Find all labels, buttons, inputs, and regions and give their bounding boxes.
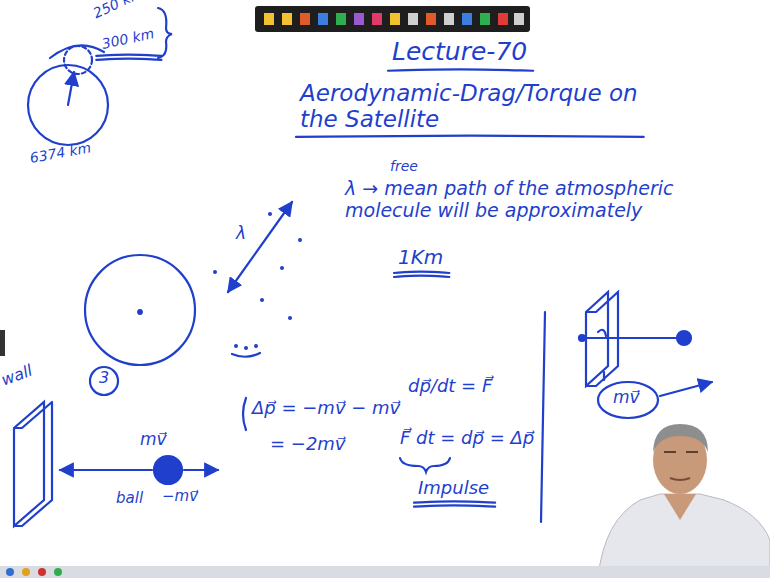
underline — [414, 501, 495, 502]
radius-label: 6374 km — [29, 139, 93, 166]
toolbar — [255, 6, 530, 32]
altitude-label: 300 km — [100, 25, 155, 52]
velocity-arrow — [60, 469, 152, 471]
wall-label: wall — [0, 362, 35, 390]
equation: = −2mv⃗ — [270, 434, 346, 455]
hair — [653, 424, 708, 452]
equation: Δp⃗ = −mv⃗ − mv⃗ — [252, 398, 400, 419]
molecule-dot — [288, 316, 292, 320]
momentum-label: −mv⃗ — [162, 488, 198, 505]
underline — [296, 136, 644, 137]
brace — [158, 8, 172, 58]
number-circle — [90, 367, 118, 395]
underline — [388, 69, 533, 70]
tool-icon — [282, 13, 292, 25]
molecule-dots — [213, 212, 302, 350]
taskbar-icon — [54, 568, 62, 576]
value-label: 1Km — [398, 246, 443, 269]
molecule-dot — [298, 238, 302, 242]
taskbar-icon — [22, 568, 30, 576]
edge-marker — [0, 330, 5, 356]
mouth — [670, 478, 690, 480]
momentum-arrow — [660, 382, 712, 396]
tool-icon — [462, 13, 472, 25]
tool-icon — [514, 13, 524, 25]
neck — [664, 494, 696, 520]
angle-mark — [598, 330, 606, 336]
tool-icon — [390, 13, 400, 25]
brace — [400, 458, 450, 472]
molecule — [677, 331, 691, 345]
tool-icon — [408, 13, 418, 25]
molecule-dot — [268, 212, 272, 216]
tool-icon — [372, 13, 382, 25]
molecule-dot — [579, 335, 585, 341]
molecule-dot — [254, 344, 258, 348]
momentum-label: mv⃗ — [140, 430, 167, 450]
bracket — [243, 398, 246, 430]
tool-icon — [264, 13, 274, 25]
underline — [96, 59, 161, 60]
satellite-circle — [85, 255, 195, 365]
inserted-word: free — [390, 158, 418, 174]
tool-icon — [498, 13, 508, 25]
shirt — [598, 494, 770, 578]
mean-free-path-arrow — [228, 202, 292, 292]
equation: dp⃗/dt = F⃗ — [408, 376, 492, 397]
tool-icon — [480, 13, 490, 25]
tool-icon — [336, 13, 346, 25]
underline — [394, 276, 449, 277]
underline — [96, 55, 161, 56]
wall-slab — [14, 402, 52, 526]
taskbar-icon — [6, 568, 14, 576]
momentum-label: mv⃗ — [613, 388, 640, 408]
divider-line — [541, 312, 545, 522]
callout-number: 3 — [99, 369, 109, 387]
underline — [414, 505, 495, 506]
underline — [394, 272, 449, 273]
taskbar-icon — [38, 568, 46, 576]
lecture-heading: Lecture-70 — [392, 38, 527, 67]
note: λ → mean path of the atmospheric molecul… — [345, 178, 685, 222]
molecule-line — [582, 337, 680, 339]
dots-brace — [232, 353, 260, 357]
ball-label: ball — [116, 490, 143, 507]
tick — [603, 372, 605, 380]
earth-circle — [28, 65, 108, 145]
ink-drawing — [14, 8, 712, 526]
tool-icon — [354, 13, 364, 25]
ball — [154, 456, 182, 484]
symbol-label: λ — [236, 224, 246, 244]
tool-icon — [300, 13, 310, 25]
lecturer — [598, 424, 770, 578]
equation: F⃗ dt = dp⃗ = Δp⃗ — [400, 428, 534, 449]
altitude-label: 250 km — [91, 0, 146, 21]
taskbar — [0, 566, 770, 578]
toolbar-icons — [264, 13, 524, 25]
eyes — [664, 451, 698, 453]
momentum-ellipse — [598, 382, 658, 418]
term-label: Impulse — [418, 478, 489, 499]
velocity-arrow — [184, 469, 218, 471]
molecule-dot — [244, 346, 248, 350]
tool-icon — [426, 13, 436, 25]
center-dot — [138, 310, 142, 314]
tool-icon — [444, 13, 454, 25]
tool-icon — [318, 13, 328, 25]
molecule-dot — [280, 266, 284, 270]
orbit-arc — [50, 45, 104, 58]
molecule-dot — [234, 344, 238, 348]
satellite-circle — [64, 46, 92, 74]
molecule-dot — [260, 298, 264, 302]
radius-arrow — [68, 72, 74, 105]
subtitle: Aerodynamic-Drag/Torque on the Satellite — [300, 80, 660, 133]
molecule-dot — [213, 270, 217, 274]
